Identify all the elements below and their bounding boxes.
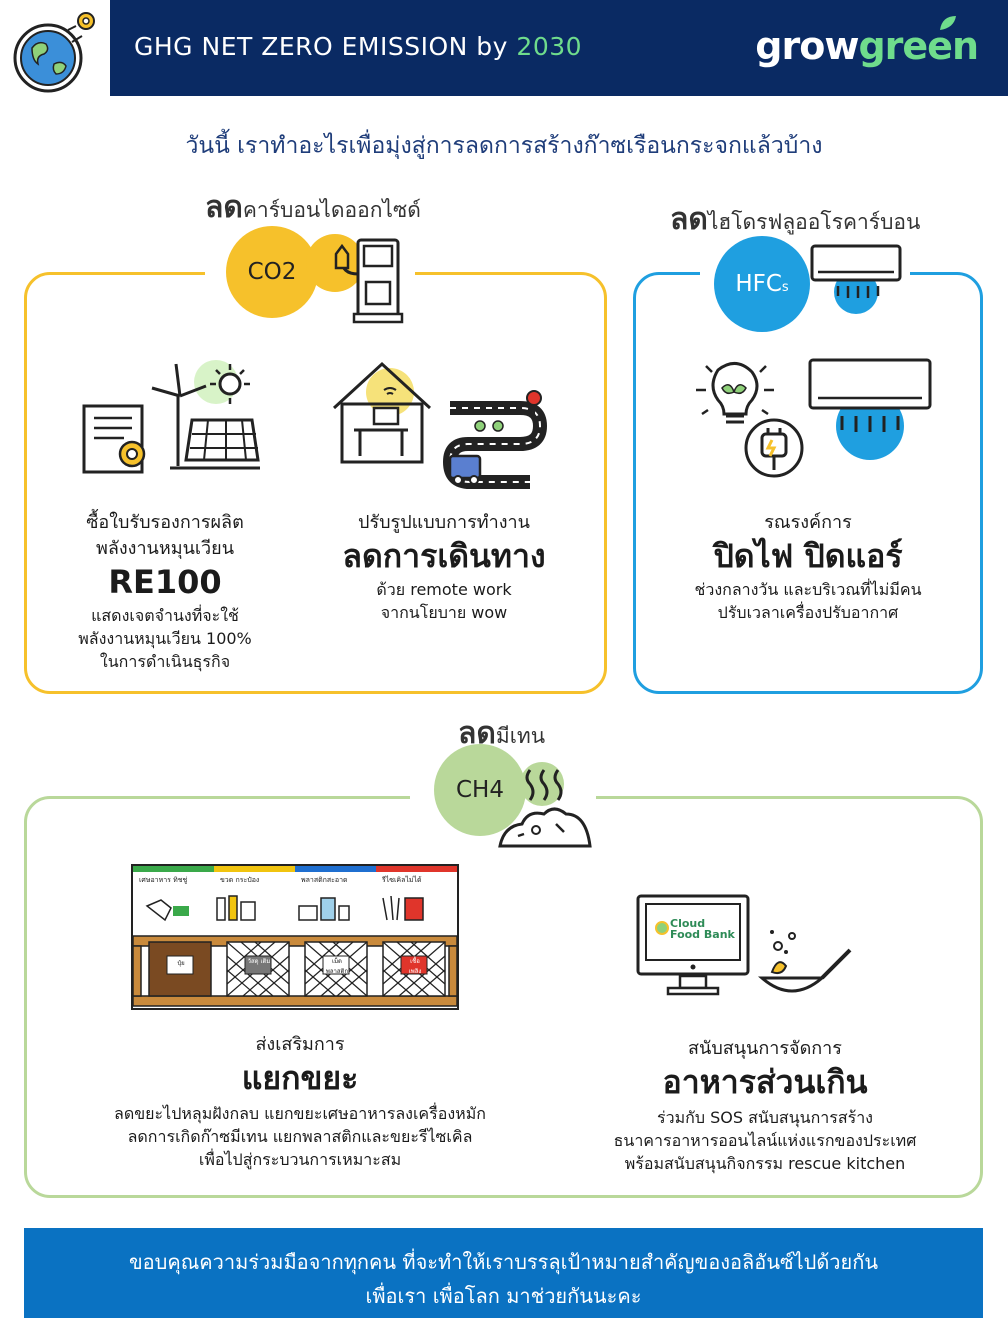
hfc-section-label: ลดไฮโดรฟลูออโรคาร์บอน [670, 202, 921, 237]
commute-line1: ปรับรูปแบบการทำงาน [358, 512, 530, 533]
page-title: GHG NET ZERO EMISSION by 2030 [134, 32, 583, 61]
footer-line2: เพื่อเรา เพื่อโลก มาช่วยกันนะคะ [365, 1284, 642, 1308]
bin-color-bar-nonrecyclable [376, 866, 457, 872]
bin-header-nonrecyclable: รีไซเคิลไม่ได้ [382, 876, 422, 884]
segregation-headline: แยกขยะ [241, 1059, 359, 1097]
fuel-pump-icon [334, 238, 404, 324]
food-surplus-line1: สนับสนุนการจัดการ [688, 1038, 842, 1059]
re100-headline: RE100 [108, 563, 222, 601]
re100-desc1: แสดงเจตจำนงที่จะใช้ [91, 606, 239, 625]
title-year: 2030 [516, 32, 583, 61]
bin-color-bar-plastic [295, 866, 376, 872]
segregation-desc1: ลดขยะไปหลุมฝังกลบ แยกขยะเศษอาหารลงเครื่อ… [114, 1104, 486, 1123]
food-surplus-desc2: ธนาคารอาหารออนไลน์แห่งแรกของประเทศ [613, 1131, 917, 1150]
co2-section-label: ลดคาร์บอนไดออกไซด์ [205, 190, 421, 225]
hfc-desc1: ช่วงกลางวัน และบริเวณที่ไม่มีคน [694, 580, 922, 599]
footer-line1: ขอบคุณความร่วมมือจากทุกคน ที่จะทำให้เราบ… [128, 1250, 879, 1274]
food-surplus-desc3: พร้อมสนับสนุนกิจกรรม rescue kitchen [624, 1154, 906, 1173]
hfc-desc2: ปรับเวลาเครื่องปรับอากาศ [717, 603, 899, 622]
page-subtitle: วันนี้ เราทำอะไรเพื่อมุ่งสู่การลดการสร้า… [185, 133, 823, 159]
bin-tag-bottles: วัสดุ เติม [247, 958, 271, 965]
bin-header-bottles: ขวด กระป๋อง [220, 876, 260, 884]
co2-badge: CO2 [226, 226, 318, 318]
segregation-line1: ส่งเสริมการ [255, 1034, 345, 1055]
re100-desc2: พลังงานหมุนเวียน 100% [78, 629, 252, 648]
cloud-food-bank-logo: Cloud Food Bank [670, 917, 735, 941]
air-conditioner-icon [808, 358, 932, 460]
commute-desc1: ด้วย remote work [376, 580, 512, 599]
re100-line2: พลังงานหมุนเวียน [95, 538, 235, 559]
solar-wind-certificate-icon [82, 360, 260, 474]
bins-drawing [133, 895, 457, 1007]
hfc-headline: ปิดไฟ ปิดแอร์ [713, 537, 903, 575]
re100-line1: ซื้อใบรับรองการผลิต [86, 512, 244, 533]
segregation-desc3: เพื่อไปสู่กระบวนการเหมาะสม [198, 1150, 402, 1169]
food-surplus-headline: อาหารส่วนเกิน [662, 1063, 868, 1101]
bin-color-bar-bottles [214, 866, 295, 872]
monitor-wok-icon [636, 894, 852, 996]
globe-gear-icon [13, 12, 95, 93]
bin-header-plastic: พลาสติกสะอาด [301, 876, 348, 884]
footer-banner: ขอบคุณความร่วมมือจากทุกคน ที่จะทำให้เราบ… [24, 1228, 983, 1318]
ch4-badge: CH4 [434, 744, 526, 836]
hfc-panel [633, 272, 983, 694]
remote-work-road-icon [332, 361, 548, 489]
brand-logo: growgreen [755, 24, 979, 68]
bin-tag-plastic: เม็ด พลาสติก [325, 958, 349, 975]
segregation-desc2: ลดการเกิดก๊าซมีเทน แยกพลาสติกและขยะรีไซเ… [127, 1127, 473, 1146]
leaf-icon [940, 16, 956, 30]
bin-color-bar-food [133, 866, 214, 872]
waste-heap-icon [498, 769, 592, 848]
commute-desc2: จากนโยบาย wow [380, 603, 508, 622]
bin-tag-nonrecyclable: เชื้อ เพลิง [408, 958, 422, 975]
header-bar: GHG NET ZERO EMISSION by 2030 growgreen [110, 0, 1008, 96]
header: GHG NET ZERO EMISSION by 2030 growgreen [0, 0, 1008, 96]
bin-header-food: เศษอาหาร ทิชชู่ [139, 876, 188, 884]
waste-bins-illustration: เศษอาหาร ทิชชู่ ขวด กระป๋อง พลาสติกสะอาด… [131, 864, 459, 1010]
commute-headline: ลดการเดินทาง [342, 537, 546, 575]
food-surplus-desc1: ร่วมกับ SOS สนับสนุนการสร้าง [657, 1108, 873, 1127]
bin-tag-food: ปุ๋ย [177, 960, 185, 967]
bulb-plug-icon [696, 362, 804, 478]
air-conditioner-icon [810, 244, 902, 314]
hfc-line1: รณรงค์การ [764, 512, 852, 533]
re100-desc3: ในการดำเนินธุรกิจ [99, 652, 231, 671]
